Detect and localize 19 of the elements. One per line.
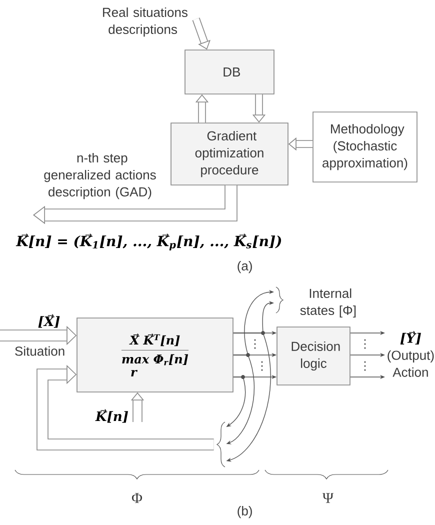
output-label: [Y⃗] (Output) Action <box>388 331 434 377</box>
panel-label: (b) <box>238 506 252 518</box>
formula: K⃗[n] = (K⃗$_{1}$[n], ..., K⃗$_{p}$[n], ..., K⃗$_{s}$[n]) <box>16 234 282 250</box>
brace <box>216 422 226 468</box>
edge-label: [X⃗] <box>38 314 60 328</box>
text-label: Real situations descriptions <box>103 7 188 37</box>
process-box: Decision logic <box>276 326 350 386</box>
process-box: Gradient optimization procedure <box>170 122 288 186</box>
panel-label: (a) <box>238 260 252 274</box>
input-label: Situation <box>15 346 64 356</box>
database-box: DB <box>184 50 274 94</box>
edge-label: K⃗[n] <box>95 409 128 423</box>
hollow-arrow <box>36 364 214 450</box>
process-box: Methodology (Stochastic approximation) <box>312 112 418 182</box>
hollow-arrow <box>33 185 238 224</box>
text-label: Internal states [Φ] <box>300 288 356 318</box>
edge-label: n-th step generalized actions description (GAD) <box>44 152 156 200</box>
brace-label: Ψ <box>322 493 334 503</box>
brace-label: Φ <box>132 493 142 503</box>
